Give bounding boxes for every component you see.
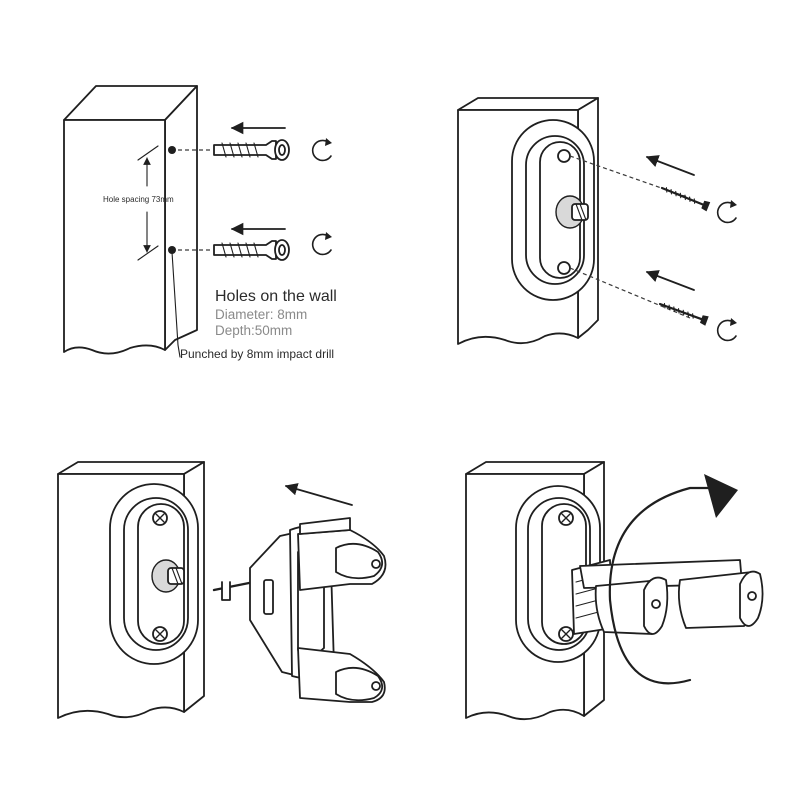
clockwise-rotate-icon bbox=[716, 199, 738, 224]
screw-icon bbox=[657, 298, 710, 327]
screw-icon bbox=[659, 182, 712, 213]
guitar-hanger bbox=[212, 517, 387, 703]
plate-screw-icon bbox=[558, 510, 574, 526]
direction-arrow-icon bbox=[284, 483, 353, 506]
clockwise-rotate-icon bbox=[311, 137, 333, 162]
hole-diameter: Diameter: 8mm bbox=[215, 307, 307, 322]
clockwise-rotate-icon bbox=[311, 231, 333, 256]
center-bolt bbox=[151, 559, 185, 593]
wall-anchor-icon bbox=[213, 239, 290, 261]
plate-screw-icon bbox=[558, 626, 574, 642]
wall-board bbox=[63, 85, 198, 355]
center-bolt bbox=[555, 195, 589, 229]
guitar-hanger-mounted bbox=[571, 559, 764, 635]
direction-arrow-icon bbox=[645, 155, 695, 176]
panel-3-attach-hanger bbox=[57, 461, 387, 719]
panel-2-screw-plate bbox=[457, 97, 738, 345]
plate-screw-icon bbox=[152, 510, 168, 526]
direction-arrow-icon bbox=[645, 270, 695, 291]
hole-mark-top bbox=[168, 146, 176, 154]
clockwise-rotate-icon bbox=[716, 317, 738, 342]
plate-hole-bottom bbox=[557, 261, 571, 275]
hole-spacing-dimension: Hole spacing 73mm bbox=[103, 157, 174, 253]
plate-hole-top bbox=[557, 149, 571, 163]
hole-mark-bottom bbox=[168, 246, 176, 254]
panel-1-drill-holes: Hole spacing 73mm Holes on the wall Diam… bbox=[63, 85, 337, 361]
rotation-arrow-icon bbox=[608, 474, 738, 685]
panel-4-rotate-hanger bbox=[465, 461, 764, 721]
drill-note: Punched by 8mm impact drill bbox=[180, 347, 334, 361]
plate-screw-icon bbox=[152, 626, 168, 642]
hole-spacing-label: Hole spacing 73mm bbox=[103, 195, 174, 204]
holes-title: Holes on the wall bbox=[215, 288, 337, 305]
hole-depth: Depth:50mm bbox=[215, 323, 292, 338]
wall-anchor-icon bbox=[213, 139, 290, 161]
